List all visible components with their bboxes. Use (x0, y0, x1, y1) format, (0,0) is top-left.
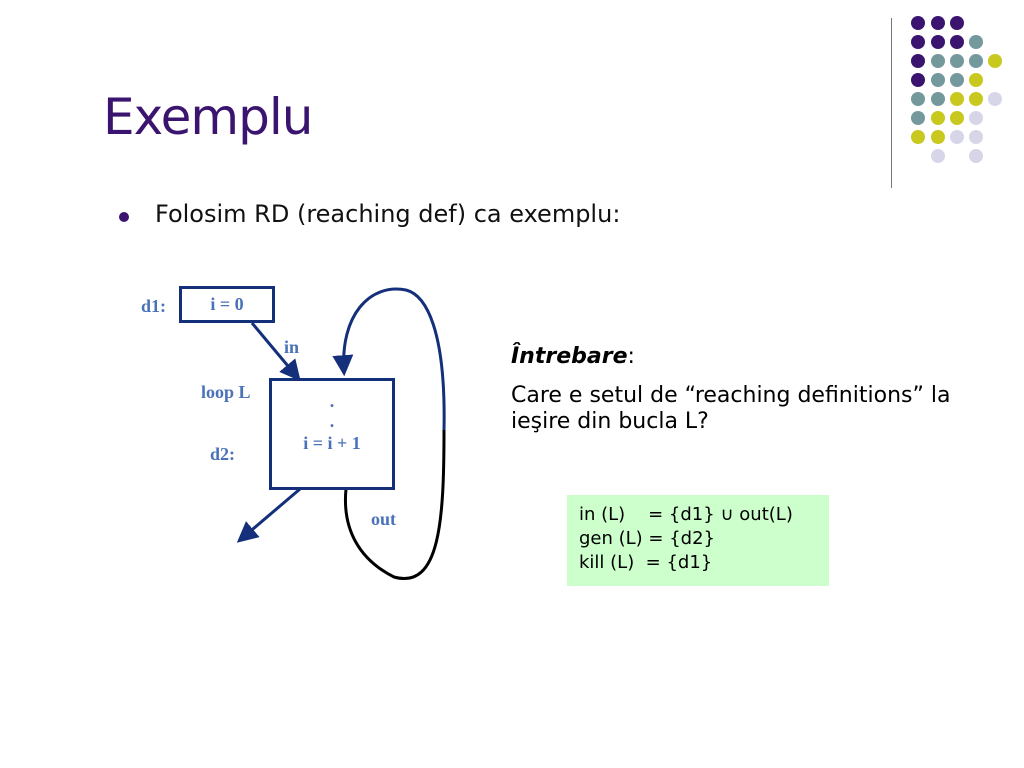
decor-dot (911, 130, 925, 144)
decor-dot (950, 130, 964, 144)
equations-box: in (L) = {d1} ∪ out(L) gen (L) = {d2} ki… (567, 495, 829, 586)
equation-in: in (L) = {d1} ∪ out(L) (579, 504, 793, 525)
decor-dot (988, 54, 1002, 68)
decor-dot (911, 16, 925, 30)
slide-title: Exemplu (103, 88, 313, 146)
loop-dot-2: . (329, 411, 335, 431)
decor-dot (931, 73, 945, 87)
decorative-vertical-line (891, 18, 892, 188)
d1-box: i = 0 (179, 286, 275, 323)
exit-arrow (236, 487, 301, 543)
decor-dot (911, 35, 925, 49)
decor-dot (969, 130, 983, 144)
bullet-icon (119, 212, 129, 222)
question-heading: Întrebare (511, 344, 628, 369)
decor-dot (911, 111, 925, 125)
out-label: out (371, 509, 397, 529)
d1-label: d1: (141, 296, 167, 316)
decor-dot (950, 16, 964, 30)
decor-dot (931, 111, 945, 125)
back-edge (332, 287, 446, 431)
loop-label: loop L (201, 382, 251, 402)
question-colon: : (627, 344, 635, 369)
question-body: Care e setul de “reaching definitions” l… (511, 383, 951, 434)
d2-label: d2: (210, 444, 236, 464)
decor-dot (988, 92, 1002, 106)
decor-dot (931, 130, 945, 144)
decor-dot (969, 54, 983, 68)
d1-statement: i = 0 (210, 294, 244, 314)
decor-dot (911, 92, 925, 106)
loop-dot-1: . (329, 391, 335, 411)
decor-dot (931, 35, 945, 49)
out-edge (343, 429, 446, 581)
decor-dot (911, 54, 925, 68)
equation-kill: kill (L) = {d1} (579, 552, 713, 573)
decor-dot (950, 73, 964, 87)
loop-statement: i = i + 1 (303, 433, 361, 453)
decor-dot (931, 149, 945, 163)
decor-dot (969, 73, 983, 87)
bullet-text: Folosim RD (reaching def) ca exemplu: (155, 200, 621, 228)
decor-dot (969, 111, 983, 125)
decor-dot (950, 92, 964, 106)
decor-dot (950, 35, 964, 49)
decor-dot (911, 73, 925, 87)
decor-dot (969, 92, 983, 106)
decor-dot (931, 92, 945, 106)
question-title: Întrebare: (511, 344, 635, 369)
decor-dot (931, 54, 945, 68)
loop-box: . . i = i + 1 (269, 378, 395, 490)
in-arrow (250, 322, 301, 382)
decor-dot (931, 16, 945, 30)
decor-dot (950, 54, 964, 68)
equation-gen: gen (L) = {d2} (579, 528, 716, 549)
in-label: in (284, 337, 300, 357)
decor-dot (950, 111, 964, 125)
decor-dot (969, 35, 983, 49)
decor-dot (969, 149, 983, 163)
